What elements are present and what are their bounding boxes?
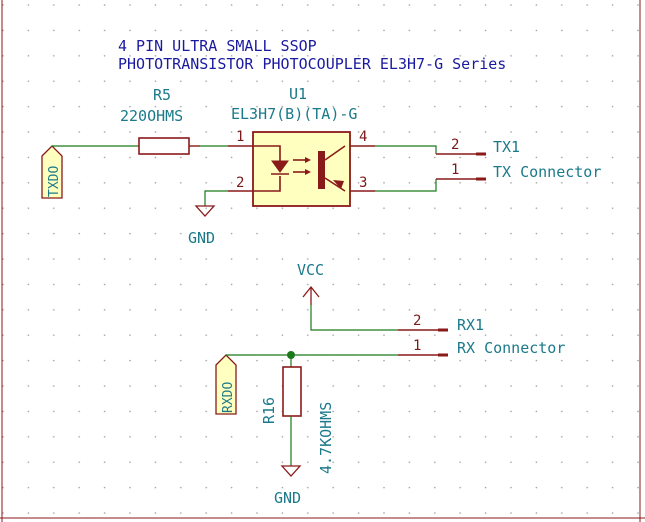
title-line-2: PHOTOTRANSISTOR PHOTOCOUPLER EL3H7-G Ser… [118,55,506,73]
tx-connector[interactable]: 2 1 TX1 TX Connector [436,137,601,181]
rx-net-label: RX1 [457,316,484,334]
rxdo-global-label[interactable]: RXDO [215,354,237,415]
txdo-global-label[interactable]: TXDO [41,145,63,199]
u1-ref: U1 [289,85,307,103]
u1-pin-3: 3 [359,175,367,191]
rx-pin-1: 1 [413,338,421,354]
tx-pin-1: 1 [451,162,459,178]
rx-connector-name: RX Connector [457,339,565,357]
txdo-label-text: TXDO [47,166,62,197]
wire-u1-gnd [204,190,228,206]
tx-connector-name: TX Connector [493,163,601,181]
tx-net-label: TX1 [493,138,520,156]
resistor-r16[interactable]: R16 4.7KOHMS [260,366,335,474]
r16-ref: R16 [260,397,278,424]
gnd-symbol-top[interactable]: GND [188,205,216,247]
u1-pin-1: 1 [236,129,244,145]
tx-pin-2: 2 [451,137,459,153]
rx-pin-2: 2 [413,313,421,329]
vcc-symbol[interactable]: VCC [297,261,324,305]
u1-value: EL3H7(B)(TA)-G [231,105,357,123]
rx-connector[interactable]: 2 1 RX1 RX Connector [398,313,565,357]
optocoupler-u1[interactable]: 1 2 3 4 U1 EL3H7(B)(TA)-G [228,85,375,207]
gnd-top-label: GND [188,229,215,247]
wire-u1-tx-pin2 [375,145,437,154]
rxdo-label-text: RXDO [221,382,236,413]
r5-ref: R5 [153,86,171,104]
wire-u1-tx-pin1 [375,179,437,192]
u1-pin-4: 4 [359,129,367,145]
gnd-bottom-label: GND [274,489,301,507]
wire-vcc-rx-pin2 [310,305,398,331]
r16-value: 4.7KOHMS [317,402,335,474]
resistor-r5[interactable]: R5 220OHMS [120,86,200,155]
title-line-1: 4 PIN ULTRA SMALL SSOP [118,37,317,55]
u1-pin-2: 2 [236,175,244,191]
r5-value: 220OHMS [120,107,183,125]
vcc-label: VCC [297,261,324,279]
gnd-symbol-bottom[interactable]: GND [274,465,302,507]
